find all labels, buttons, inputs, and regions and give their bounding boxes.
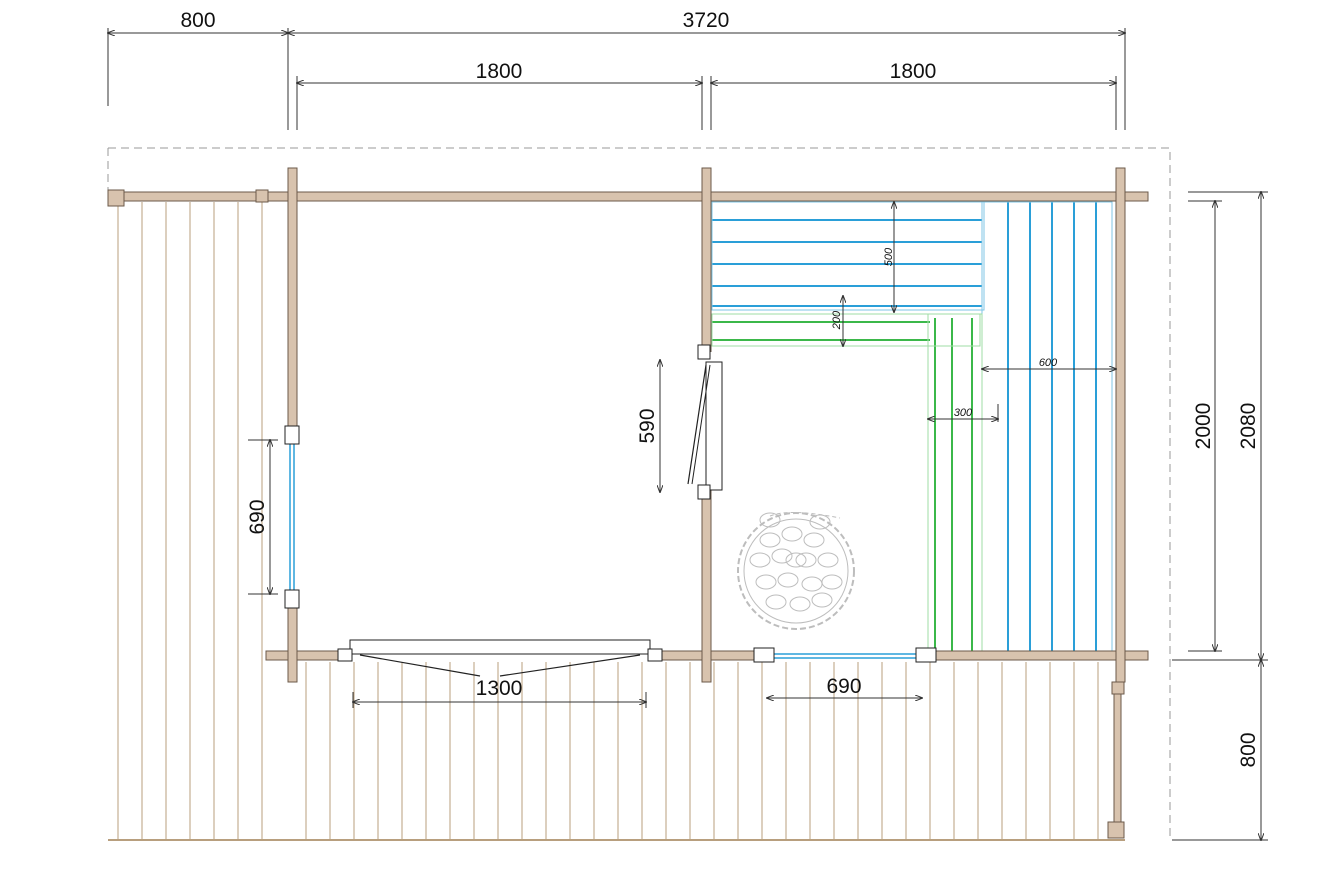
stove-stone bbox=[817, 552, 839, 568]
lower-bench bbox=[711, 313, 983, 653]
dim-inner-depth: 2000 bbox=[1192, 403, 1215, 450]
front-door bbox=[337, 639, 663, 677]
stove-stone bbox=[765, 594, 787, 610]
stove-stone bbox=[759, 512, 781, 528]
stove-stone bbox=[759, 532, 781, 548]
dim-front-door: 1300 bbox=[476, 677, 523, 700]
side-window bbox=[284, 425, 300, 609]
dim-side-window: 690 bbox=[246, 499, 269, 534]
stove-stone bbox=[771, 548, 793, 564]
stove-stone bbox=[789, 596, 811, 612]
stove-stone bbox=[785, 552, 807, 568]
stove-stone bbox=[803, 532, 825, 548]
dimension-lines bbox=[108, 28, 1268, 840]
round-stone-stove-icon bbox=[737, 511, 855, 630]
stove-stone bbox=[777, 572, 799, 588]
stove-stone bbox=[755, 574, 777, 590]
dim-bench-corner: 300 bbox=[954, 407, 973, 419]
dim-room-left-width: 1800 bbox=[476, 60, 523, 83]
log-walls bbox=[107, 167, 1149, 683]
sauna-window bbox=[753, 647, 937, 663]
dim-deck-front-width: 800 bbox=[180, 9, 215, 32]
dim-room-right-width: 1800 bbox=[890, 60, 937, 83]
dim-sauna-window: 690 bbox=[826, 675, 861, 698]
stove-stone bbox=[811, 592, 833, 608]
interior-door bbox=[687, 344, 723, 500]
dim-outer-depth: 2080 bbox=[1237, 403, 1260, 450]
dim-interior-door: 590 bbox=[636, 408, 659, 443]
left-terrace-decking bbox=[117, 202, 263, 840]
upper-bench bbox=[711, 201, 1113, 653]
front-terrace-decking bbox=[305, 662, 1099, 840]
plot-outline bbox=[107, 147, 1171, 840]
dim-bench-right: 600 bbox=[1039, 357, 1058, 369]
stove-stone bbox=[801, 576, 823, 592]
stove-stone bbox=[795, 552, 817, 568]
deck-post bbox=[1107, 681, 1125, 839]
dim-total-width: 3720 bbox=[683, 9, 730, 32]
stove-stone bbox=[749, 552, 771, 568]
stove-stone bbox=[821, 574, 843, 590]
dim-deck-depth: 800 bbox=[1237, 732, 1260, 767]
dim-bench-lower: 200 bbox=[831, 310, 843, 330]
dim-bench-upper: 500 bbox=[883, 247, 895, 266]
stove-stone bbox=[781, 526, 803, 542]
